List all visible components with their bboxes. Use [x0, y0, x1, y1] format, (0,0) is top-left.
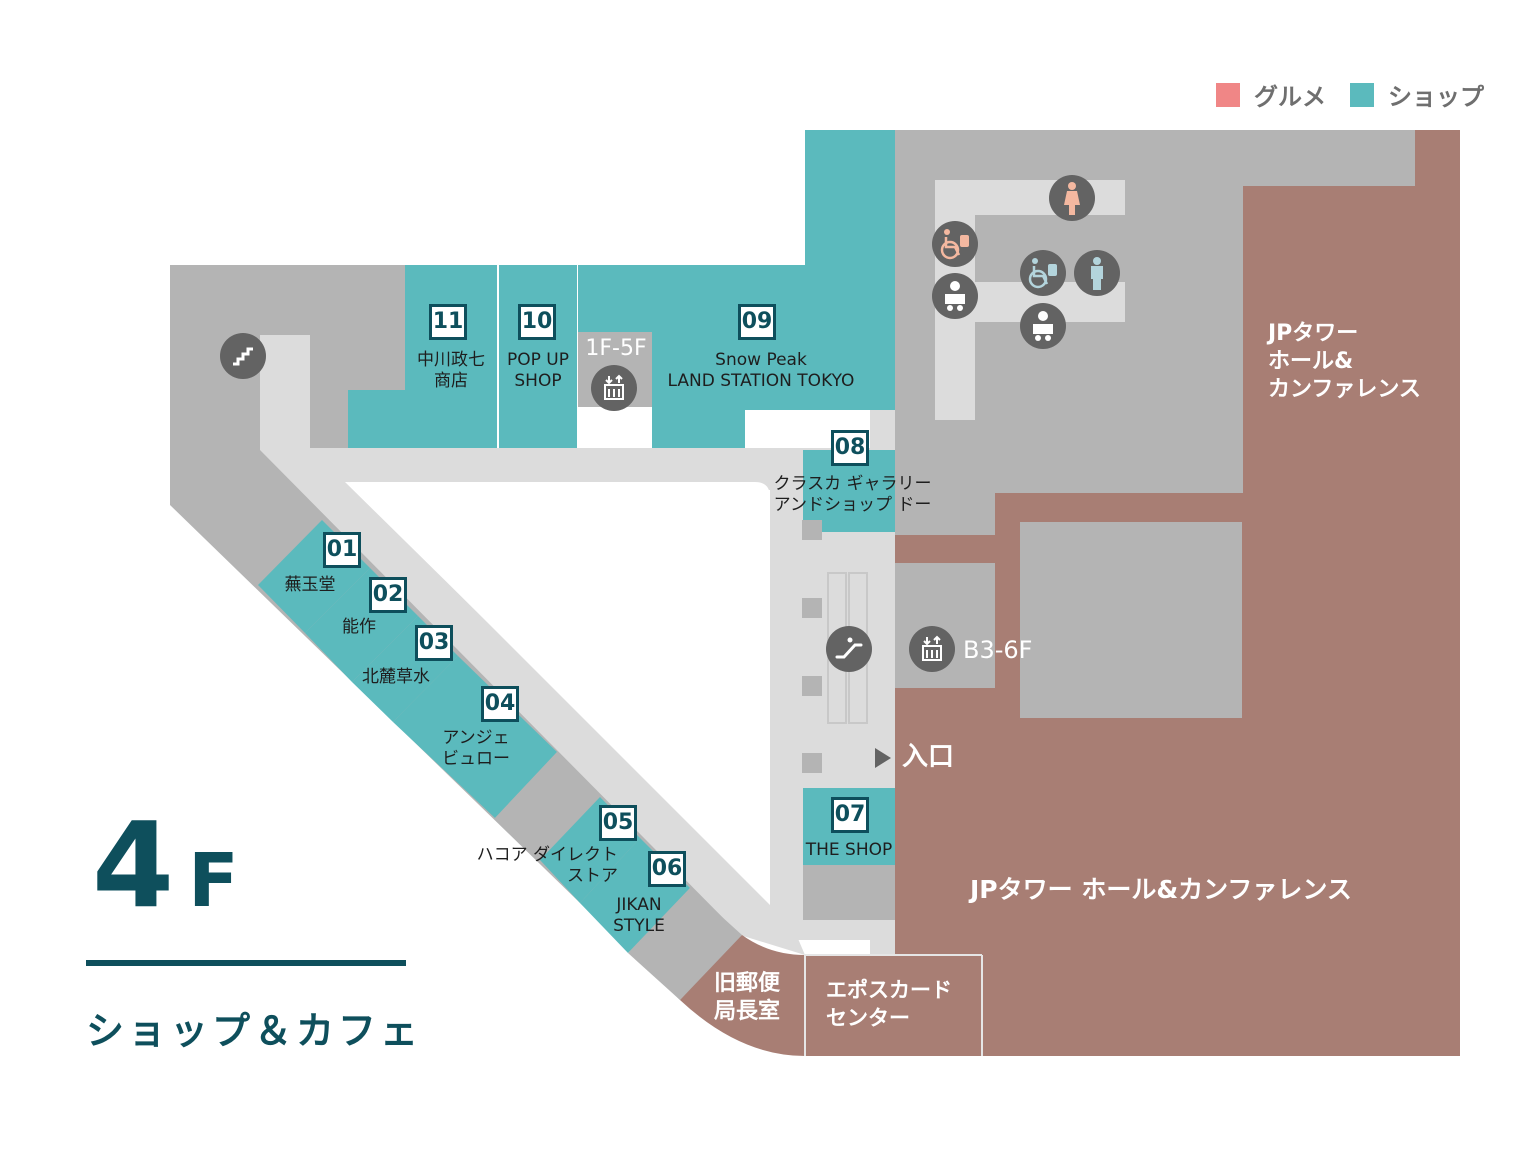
womens-restroom-icon[interactable]	[1049, 175, 1095, 221]
post-office-label[interactable]: 旧郵便局長室	[714, 971, 781, 1024]
shop-10-area	[499, 265, 577, 448]
legend-shop-label: ショップ	[1388, 83, 1484, 111]
elevator-icon-b3-6f[interactable]	[909, 626, 955, 672]
hall-inner-backyard	[1020, 522, 1242, 718]
map-legend: グルメ ショップ	[1216, 77, 1498, 112]
shop-number-03[interactable]: 03	[415, 625, 453, 661]
stairs-icon[interactable]	[220, 333, 266, 379]
escalator-icon[interactable]	[826, 626, 872, 672]
floor-subtitle: ショップ＆カフェ	[86, 1009, 423, 1053]
shop-number-06[interactable]: 06	[648, 851, 686, 887]
shop-09-main	[578, 130, 895, 448]
accessible-restroom-icon-blue[interactable]	[1020, 250, 1066, 296]
elevator-1f5f-label: 1F-5F	[585, 336, 647, 361]
gourmet-swatch	[1216, 82, 1240, 107]
shop-number-08[interactable]: 08	[831, 430, 869, 466]
baby-changing-icon[interactable]	[932, 273, 978, 319]
shop-number-01[interactable]: 01	[323, 532, 361, 568]
shop-number-07[interactable]: 07	[831, 797, 869, 833]
floor-title-divider	[86, 960, 406, 966]
elevator-b3-6f-label: B3-6F	[963, 636, 1033, 664]
elevator-icon[interactable]	[591, 365, 637, 411]
backyard-south	[803, 865, 895, 920]
backyard-elevator-hall	[895, 563, 995, 688]
backyard-strip-2	[628, 888, 742, 1000]
entrance-arrow-icon	[875, 748, 891, 768]
shop-number-02[interactable]: 02	[369, 577, 407, 613]
shop-01-label[interactable]: 蕪玉堂	[284, 575, 336, 595]
accessible-restroom-icon-orange[interactable]	[932, 221, 978, 267]
post-office-area	[680, 935, 805, 1056]
legend-gourmet: グルメ	[1216, 77, 1326, 112]
shop-02-label[interactable]: 能作	[342, 617, 376, 637]
shop-number-04[interactable]: 04	[481, 686, 519, 722]
shop-04-label[interactable]: アンジェビュロー	[442, 728, 510, 769]
shop-number-09[interactable]: 09	[738, 304, 776, 340]
legend-gourmet-label: グルメ	[1254, 83, 1326, 111]
legend-shop: ショップ	[1350, 77, 1484, 112]
floor-number: 4	[92, 796, 175, 934]
shop-number-05[interactable]: 05	[599, 805, 637, 841]
atrium-void	[349, 482, 770, 905]
shop-number-11[interactable]: 11	[429, 304, 467, 340]
shop-05-label[interactable]: ハコア ダイレクトストア	[476, 845, 618, 886]
floor-suffix: F	[188, 838, 239, 924]
shop-04-area	[393, 656, 557, 818]
shop-11-label[interactable]: 中川政七商店	[417, 350, 485, 391]
hall-label-top[interactable]: JPタワーホール&カンファレンス	[1268, 321, 1421, 402]
epos-card-center-area	[805, 955, 982, 1056]
backyard-strip-1	[495, 752, 600, 860]
shop-03-label[interactable]: 北麓草水	[362, 667, 430, 687]
baby-changing-icon-2[interactable]	[1020, 303, 1066, 349]
shop-07-label[interactable]: THE SHOP	[805, 840, 893, 860]
hall-label-main[interactable]: JPタワー ホール&カンファレンス	[970, 875, 1352, 904]
shop-swatch	[1350, 82, 1374, 107]
epos-card-center-label[interactable]: エポスカードセンター	[826, 978, 952, 1030]
shop-number-10[interactable]: 10	[518, 304, 556, 340]
entrance-label: 入口	[902, 742, 955, 772]
shop-08-label[interactable]: クラスカ ギャラリーアンドショップ ドー	[773, 474, 932, 515]
mens-restroom-icon[interactable]	[1074, 250, 1120, 296]
